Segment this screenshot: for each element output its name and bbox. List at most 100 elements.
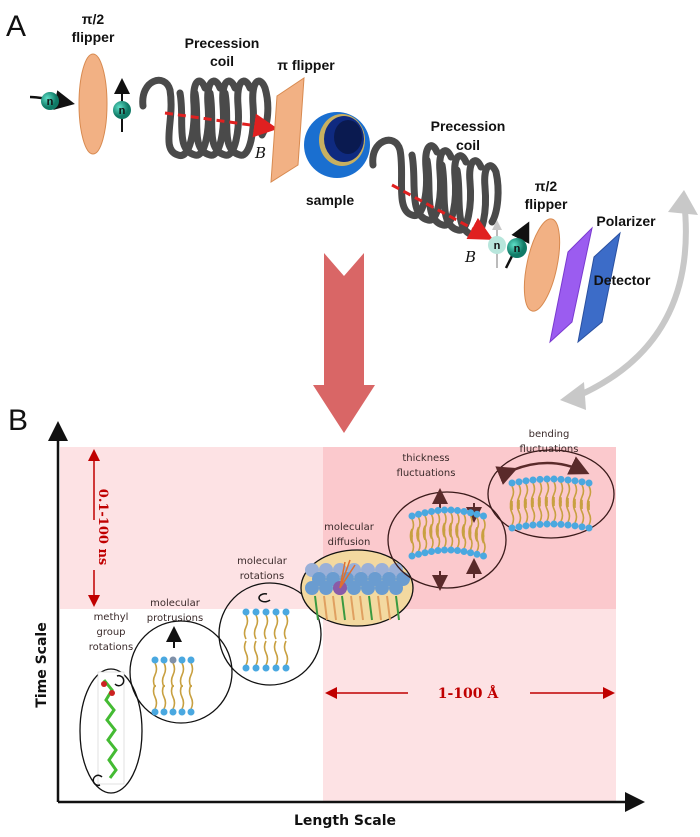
lipid-tail <box>314 595 319 621</box>
lipid-headgroup <box>536 520 544 528</box>
lipid-headgroup <box>421 509 429 517</box>
bilayer-icon <box>151 656 195 716</box>
oxygen-atom <box>101 681 107 687</box>
diffusion-path <box>339 561 346 589</box>
lipid-headgroup <box>421 549 429 557</box>
lipid-headgroup <box>585 524 593 532</box>
lipid-tail <box>323 595 328 621</box>
lipid-tail <box>161 662 167 688</box>
lipid-headgroup <box>536 475 544 483</box>
lipid-headgroup <box>578 523 586 531</box>
lipid-headgroup <box>375 581 389 595</box>
field-vector-arrow-2 <box>391 183 494 240</box>
lipid-headgroup <box>252 608 260 616</box>
lipid-tail <box>409 528 415 554</box>
lipid-tail <box>481 528 486 554</box>
connector-arrow <box>313 253 375 433</box>
lipid-headgroup <box>473 550 481 558</box>
flipper2-label-line2: flipper <box>525 196 568 212</box>
outgoing-neutrons: n n <box>488 220 530 269</box>
lipid-headgroup <box>529 476 537 484</box>
length-range-band <box>323 609 616 802</box>
lipid-tail <box>551 496 557 522</box>
lipid-tail <box>188 684 194 710</box>
neutron-icon <box>113 101 131 119</box>
time-range-label: 0.1-100 ns <box>95 489 110 565</box>
panel-a: A n π/2 flipper n B Precession coil <box>6 10 698 410</box>
lipid-headgroup <box>282 664 290 672</box>
lipid-tail <box>474 526 480 552</box>
lipid-headgroup <box>187 656 195 664</box>
lipid-tail <box>263 640 269 666</box>
lipid-headgroup <box>480 512 487 520</box>
lipid-tail <box>263 614 269 640</box>
coil1-label-line1: Precession <box>185 35 260 51</box>
lipid-headgroup <box>272 608 280 616</box>
hydrocarbon-chain <box>102 679 118 779</box>
process-label: molecular <box>324 522 375 533</box>
process-methyl-group-rotations: methyl group rotations <box>79 612 143 794</box>
lipid-headgroup <box>578 478 586 486</box>
lipid-headgroup <box>515 523 523 531</box>
pi-half-flipper-2 <box>523 218 561 312</box>
lipid-tail <box>565 497 571 523</box>
lipid-headgroup <box>543 520 551 528</box>
lipid-tail <box>188 662 194 688</box>
lipid-tail <box>253 640 259 666</box>
lipid-tail <box>530 497 536 523</box>
lipid-tail <box>586 500 592 526</box>
lipid-tail <box>152 662 158 688</box>
neutron-icon <box>41 92 59 110</box>
precession-coil-2 <box>369 136 502 239</box>
lipid-headgroup <box>178 708 186 716</box>
diffusion-path <box>339 559 351 589</box>
return-arrow-head-up <box>668 190 698 215</box>
lipid-headgroup <box>550 475 558 483</box>
lipid-tail <box>283 640 289 666</box>
process-label: thickness <box>402 453 449 464</box>
lipid-headgroup <box>252 664 260 672</box>
lipid-headgroup <box>550 520 558 528</box>
rotation-arrow-icon <box>114 674 125 687</box>
panel-a-letter: A <box>6 10 26 43</box>
process-label: protrusions <box>147 613 203 624</box>
process-label: diffusion <box>328 537 371 548</box>
process-circle <box>487 449 615 539</box>
lipid-headgroup <box>467 509 474 517</box>
lipid-headgroup <box>262 608 270 616</box>
lipid-tail <box>273 640 279 666</box>
incoming-neutron: n <box>29 90 75 110</box>
lipid-tail <box>253 614 259 640</box>
lipid-tail <box>429 524 434 549</box>
lipid-headgroup <box>441 546 448 554</box>
lipid-headgroup <box>151 708 159 716</box>
lipid-headgroup <box>242 608 250 616</box>
lipid-headgroup <box>441 506 448 514</box>
lipid-headgroup <box>434 547 442 555</box>
lipid-headgroup <box>169 656 177 664</box>
rotation-arrow-icon <box>258 593 271 603</box>
process-thickness-fluctuations: thickness fluctuations <box>387 453 507 591</box>
lipid-headgroup <box>434 507 442 515</box>
polarized-neutron: n <box>113 78 131 132</box>
process-molecular-rotations: molecular rotations <box>218 556 322 686</box>
process-molecular-protrusions: molecular protrusions <box>129 598 233 724</box>
lipid-headgroup <box>447 546 455 554</box>
lipid-tail <box>386 595 391 621</box>
lipid-tail <box>377 595 382 621</box>
bending-arrow <box>495 456 590 485</box>
diffusion-path <box>339 564 356 589</box>
lipid-headgroup <box>178 656 186 664</box>
lipid-headgroup <box>262 664 270 672</box>
lipid-tail <box>283 614 289 640</box>
lipid-headgroup <box>480 552 487 560</box>
lipid-headgroup <box>473 510 481 518</box>
ghost-neutron-icon <box>488 236 506 254</box>
lipid-headgroup <box>282 608 290 616</box>
lipid-headgroup <box>557 520 565 528</box>
lipid-headgroup <box>522 522 530 530</box>
lipid-headgroup <box>571 477 579 485</box>
lipid-tail <box>170 684 176 710</box>
lipid-headgroup <box>415 550 422 558</box>
